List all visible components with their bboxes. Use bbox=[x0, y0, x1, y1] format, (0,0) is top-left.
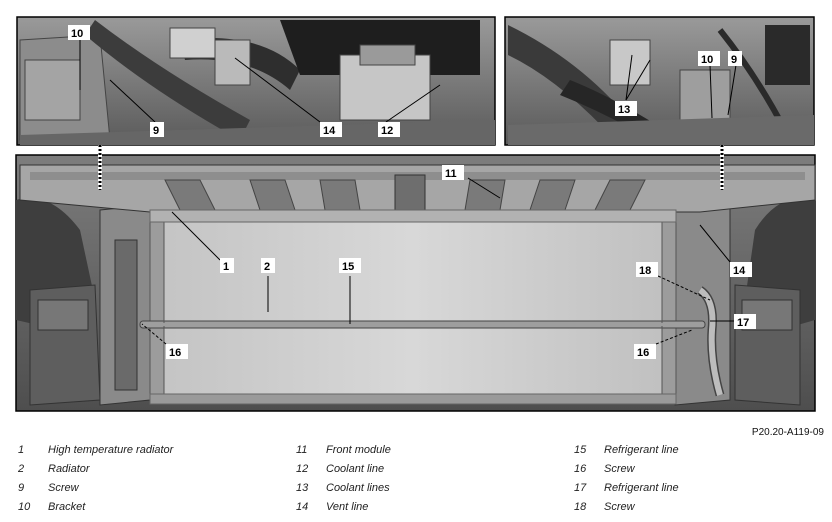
callout-13: 13 bbox=[615, 101, 637, 116]
callout-14-main: 14 bbox=[730, 262, 752, 277]
callout-17: 17 bbox=[734, 314, 756, 329]
svg-text:14: 14 bbox=[323, 125, 336, 137]
callout-12: 12 bbox=[378, 122, 400, 137]
detail-view-right bbox=[504, 16, 815, 146]
figure-reference: P20.20-A119-09 bbox=[751, 427, 824, 438]
leader-lines bbox=[79, 40, 737, 345]
svg-text:9: 9 bbox=[153, 125, 159, 137]
svg-text:16: 16 bbox=[637, 347, 649, 359]
svg-text:11: 11 bbox=[445, 168, 457, 180]
callout-11: 11 bbox=[442, 165, 464, 180]
main-view bbox=[15, 154, 816, 412]
svg-text:16: 16 bbox=[169, 347, 181, 359]
callout-10-right: 10 bbox=[698, 51, 720, 66]
callout-16-left: 16 bbox=[166, 344, 188, 359]
callout-2: 2 bbox=[261, 258, 275, 273]
technical-illustration: 10 9 14 12 13 10 9 11 1 2 15 18 14 17 16… bbox=[15, 16, 816, 412]
svg-text:18: 18 bbox=[639, 265, 651, 277]
callout-1: 1 bbox=[220, 258, 234, 273]
svg-text:14: 14 bbox=[733, 265, 746, 277]
callout-10-left: 10 bbox=[68, 25, 90, 40]
callout-14-top: 14 bbox=[320, 122, 342, 137]
svg-text:10: 10 bbox=[701, 54, 713, 66]
svg-text:12: 12 bbox=[381, 125, 393, 137]
svg-text:1: 1 bbox=[223, 261, 229, 273]
callout-15: 15 bbox=[339, 258, 361, 273]
callout-9-left: 9 bbox=[150, 122, 164, 137]
svg-text:9: 9 bbox=[731, 54, 737, 66]
detail-view-left bbox=[16, 16, 496, 146]
svg-text:13: 13 bbox=[618, 104, 630, 116]
svg-text:15: 15 bbox=[342, 261, 354, 273]
svg-text:10: 10 bbox=[71, 28, 83, 40]
svg-text:17: 17 bbox=[737, 317, 749, 329]
callout-9-right: 9 bbox=[728, 51, 742, 66]
callout-18: 18 bbox=[636, 262, 658, 277]
callout-16-right: 16 bbox=[634, 344, 656, 359]
svg-text:2: 2 bbox=[264, 261, 270, 273]
